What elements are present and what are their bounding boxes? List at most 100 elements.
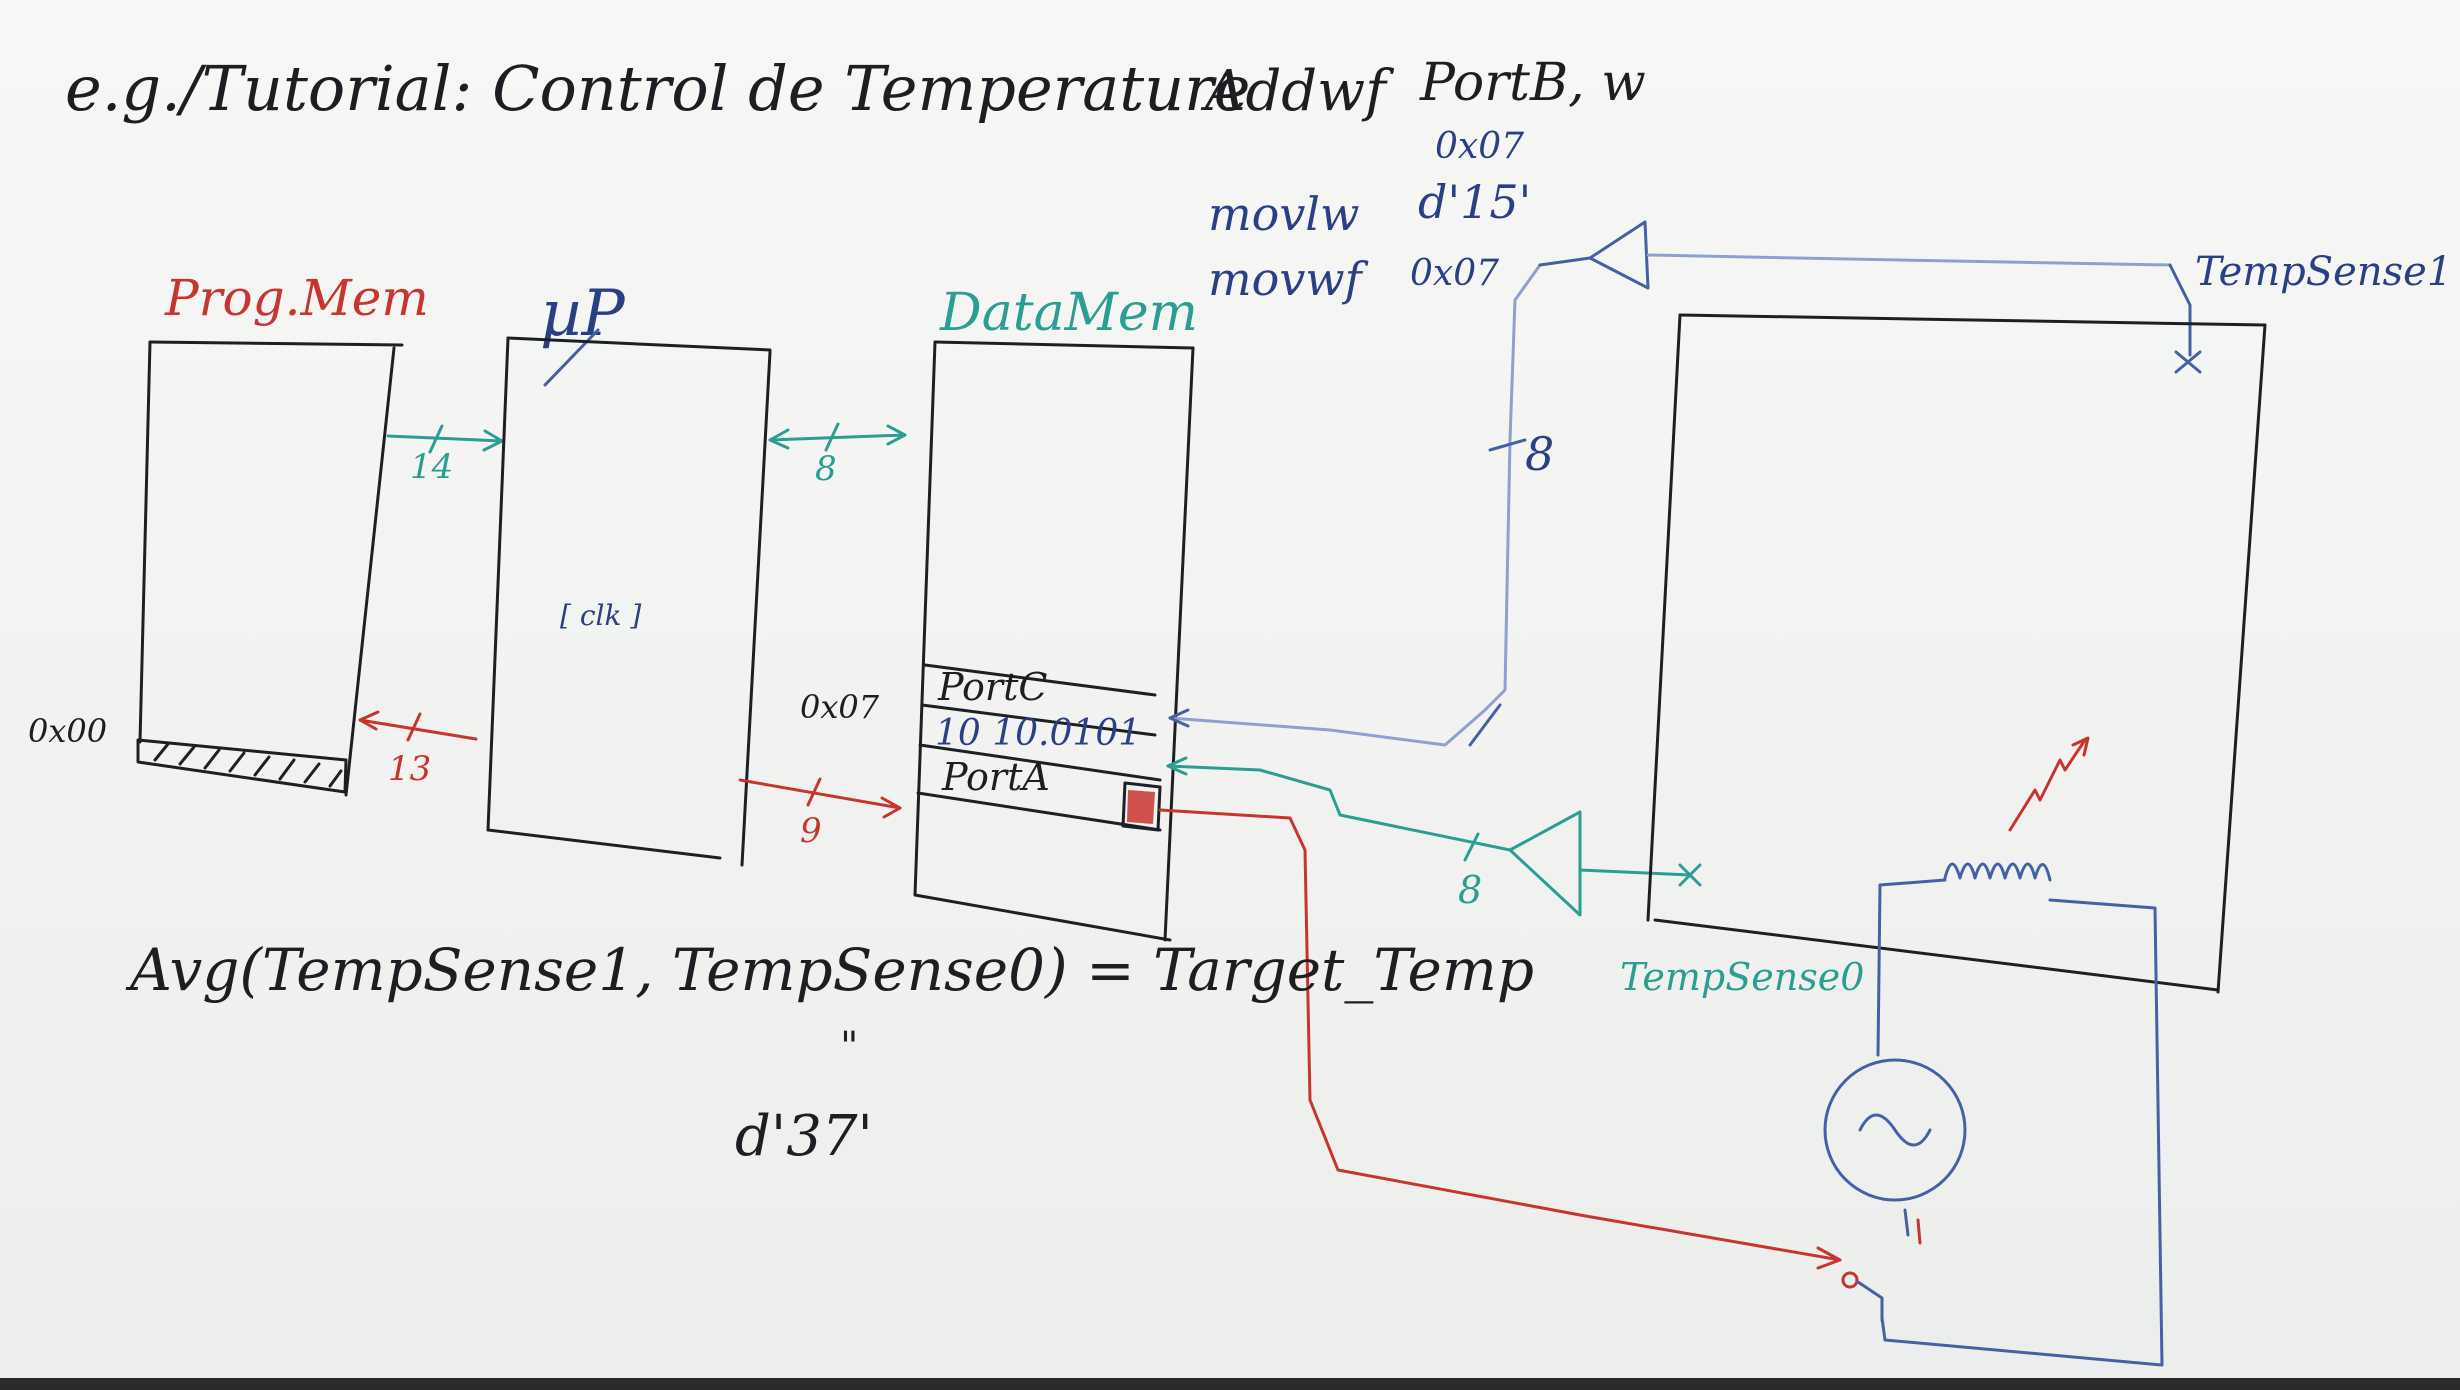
prog-mem-right-edge bbox=[344, 346, 396, 797]
sense0-sensor-wire bbox=[1578, 868, 1692, 877]
switch-lever bbox=[1856, 1280, 1884, 1322]
up-data-address-bus: 9 bbox=[738, 777, 902, 851]
sense1-bus-width-slash bbox=[1488, 438, 1527, 452]
porta-control-wire bbox=[1158, 808, 1842, 1270]
enclosure-bottom-edge bbox=[1653, 918, 2220, 992]
prog-mem-block: Prog.Mem 0x00 bbox=[28, 269, 429, 797]
assembly-code: Addwf PortB, w 0x07 movlw d'15' movwf 0x… bbox=[1200, 53, 1646, 306]
sense1-bus-width-label: 8 bbox=[1525, 427, 1554, 481]
source-lead-tick bbox=[1916, 1218, 1922, 1245]
code-line3-op: movwf bbox=[1208, 252, 1369, 306]
equation-main: Avg(TempSense1, TempSense0) = Target_Tem… bbox=[125, 936, 1534, 1004]
data-mem-row-portc: PortC bbox=[937, 665, 1047, 709]
bus-width-label: 14 bbox=[410, 447, 453, 487]
target-equation: Avg(TempSense1, TempSense0) = Target_Tem… bbox=[125, 936, 1534, 1169]
bus-width-slash bbox=[806, 777, 822, 807]
bus-line bbox=[768, 433, 907, 442]
sense1-sensor-wire bbox=[1646, 253, 2172, 267]
code-line2-op: movlw bbox=[1208, 187, 1359, 241]
tempsense0-label: TempSense0 bbox=[1620, 955, 1864, 999]
sense0-bus-line bbox=[1166, 764, 1512, 852]
bus-arrowhead bbox=[880, 796, 902, 819]
page-title: e.g./Tutorial: Control de Temperature bbox=[65, 52, 1250, 125]
data-mem-row-line bbox=[920, 703, 1157, 737]
tempsense1-label: TempSense1 bbox=[2195, 249, 2452, 295]
data-mem-right-edge bbox=[1163, 346, 1195, 942]
bus-line bbox=[386, 434, 504, 443]
prog-mem-start-address: 0x00 bbox=[28, 712, 107, 750]
bus-width-label: 8 bbox=[815, 449, 837, 489]
tempsense0-chain: 8 TempSense0 bbox=[1166, 756, 1864, 999]
ac-source-icon bbox=[1823, 1058, 1967, 1202]
bus-width-slash bbox=[406, 712, 422, 742]
heater-circuit bbox=[1823, 736, 2164, 1367]
switch-contact bbox=[1841, 1271, 1859, 1289]
bus-width-label: 13 bbox=[388, 749, 431, 789]
bus-width-label: 9 bbox=[800, 811, 822, 851]
data-mem-porta-bit-fill bbox=[1127, 790, 1155, 824]
up-register-label: [ clk ] bbox=[560, 599, 641, 632]
data-mem-porta-bit-box bbox=[1121, 781, 1162, 832]
data-mem-row-line bbox=[916, 791, 1162, 832]
heater-resistor bbox=[1943, 862, 2052, 882]
sense1-bus-line bbox=[1168, 263, 1542, 747]
code-line2-args: d'15' bbox=[1418, 175, 1531, 229]
control-wire-line bbox=[1158, 808, 1842, 1262]
bus-line bbox=[738, 778, 902, 810]
up-label-slash bbox=[543, 328, 600, 387]
ac-source-sine bbox=[1858, 1113, 1932, 1147]
prog-mem-hatched-row bbox=[136, 738, 348, 794]
code-line1-args: PortB, w bbox=[1419, 53, 1646, 113]
sense1-sensor-lead bbox=[2168, 263, 2192, 357]
data-mem-bottom-edge bbox=[913, 893, 1172, 942]
data-mem-address: 0x07 bbox=[800, 688, 880, 726]
sense0-bus-arrowhead bbox=[1166, 756, 1188, 776]
prog-mem-label: Prog.Mem bbox=[164, 269, 429, 327]
sense0-bus-width-slash bbox=[1463, 832, 1480, 862]
prog-up-address-bus: 13 bbox=[358, 710, 478, 789]
data-mem-label: DataMem bbox=[939, 283, 1198, 343]
code-line1-sub: 0x07 bbox=[1435, 126, 1524, 167]
sense1-sensor-x bbox=[2174, 350, 2202, 374]
enclosure bbox=[1646, 313, 2267, 994]
prog-up-instruction-bus: 14 bbox=[386, 424, 504, 487]
sense0-sensor-x bbox=[1678, 863, 1702, 887]
bus-arrowhead bbox=[482, 429, 504, 452]
data-mem-top-edge bbox=[933, 340, 1195, 350]
up-data-bus: 8 bbox=[768, 422, 907, 489]
bus-width-slash bbox=[428, 424, 444, 454]
data-mem-row-value: 10 10.0101 bbox=[935, 713, 1141, 754]
up-block: µP [ clk ] bbox=[486, 277, 772, 867]
data-mem-row-porta: PortA bbox=[941, 755, 1050, 799]
sense0-bus-width-label: 8 bbox=[1458, 868, 1482, 912]
up-bottom-edge bbox=[486, 828, 722, 860]
whiteboard-tray-edge bbox=[0, 1378, 2460, 1390]
equation-ditto: " bbox=[840, 1024, 858, 1070]
tempsense1-chain: 8 TempSense1 bbox=[1168, 220, 2452, 747]
data-mem-row-line bbox=[918, 743, 1162, 782]
bus-width-slash bbox=[824, 422, 840, 452]
prog-mem-left-edge bbox=[138, 340, 152, 744]
heat-wave-icon bbox=[2008, 738, 2087, 832]
sense1-buffer-triangle bbox=[1588, 220, 1650, 290]
up-top-edge bbox=[506, 336, 772, 352]
sense1-bus-arrowhead bbox=[1168, 708, 1190, 728]
up-left-edge bbox=[486, 336, 510, 832]
enclosure-left-edge bbox=[1646, 313, 1682, 922]
heater-wire-right bbox=[1880, 898, 2164, 1367]
enclosure-right-edge bbox=[2216, 323, 2267, 994]
data-mem-left-edge bbox=[913, 340, 937, 897]
bus-arrowhead bbox=[358, 710, 380, 731]
data-mem-row-line bbox=[923, 663, 1157, 697]
data-mem-block: DataMem PortC 10 10.0101 PortA bbox=[913, 283, 1198, 942]
prog-mem-hatching bbox=[153, 742, 343, 788]
up-right-edge bbox=[740, 350, 772, 867]
sense1-buffer-input bbox=[1538, 256, 1592, 267]
heat-wave-arrowhead bbox=[2071, 736, 2090, 757]
enclosure-top-edge bbox=[1678, 313, 2267, 327]
source-lead bbox=[1903, 1208, 1910, 1237]
prog-mem-top-edge bbox=[148, 340, 404, 347]
equation-value: d'37' bbox=[735, 1104, 873, 1169]
bus-arrowhead-left bbox=[768, 428, 790, 450]
